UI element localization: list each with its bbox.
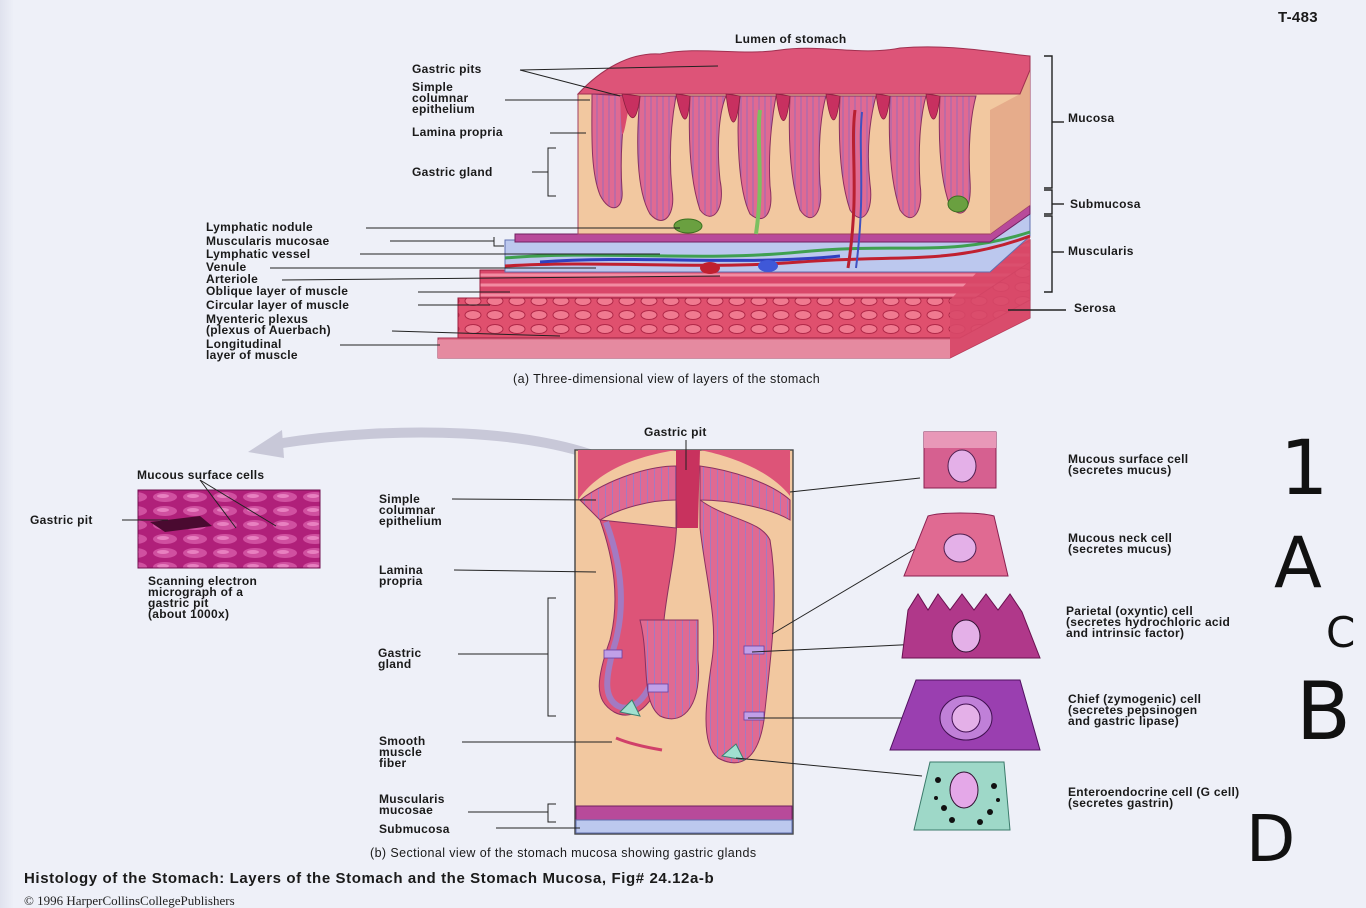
handwritten-B: B xyxy=(1296,672,1351,752)
cell-mucous-surface xyxy=(924,432,996,488)
label-cell-mucous-neck: Mucous neck cell (secretes mucus) xyxy=(1068,533,1172,555)
label-gastric-gland-b: Gastric gland xyxy=(378,648,421,670)
handwritten-C: C xyxy=(1326,612,1355,654)
label-cell-chief: Chief (zymogenic) cell (secretes pepsino… xyxy=(1068,694,1201,727)
cell-enteroendocrine xyxy=(914,762,1010,830)
label-cell-mucous-surface: Mucous surface cell (secretes mucus) xyxy=(1068,454,1188,476)
label-sem-gastric-pit: Gastric pit xyxy=(30,514,93,526)
label-cell-parietal: Parietal (oxyntic) cell (secretes hydroc… xyxy=(1066,606,1230,639)
label-submucosa-b: Submucosa xyxy=(379,823,450,835)
cell-mucous-neck xyxy=(904,513,1008,576)
label-mucous-surface-cells: Mucous surface cells xyxy=(137,469,264,481)
figure-title: Histology of the Stomach: Layers of the … xyxy=(24,871,714,886)
copyright: © 1996 HarperCollinsCollegePublishers xyxy=(24,893,235,908)
cell-chief xyxy=(890,680,1040,750)
sem-pointer-arrow xyxy=(276,432,610,462)
label-simple-columnar-epithelium-b: Simple columnar epithelium xyxy=(379,494,442,527)
cell-parietal xyxy=(902,594,1040,658)
handwritten-D: D xyxy=(1246,808,1295,872)
label-lamina-propria-b: Lamina propria xyxy=(379,565,423,587)
label-muscularis-mucosae-b: Muscularis mucosae xyxy=(379,794,445,816)
label-smooth-muscle-fiber: Smooth muscle fiber xyxy=(379,736,425,769)
handwritten-1: 1 xyxy=(1280,430,1328,506)
label-cell-enteroendocrine: Enteroendocrine cell (G cell) (secretes … xyxy=(1068,787,1239,809)
handwritten-A: A xyxy=(1274,528,1322,598)
caption-b: (b) Sectional view of the stomach mucosa… xyxy=(370,846,757,860)
label-sem-caption: Scanning electron micrograph of a gastri… xyxy=(148,576,257,620)
label-gastric-pit-b: Gastric pit xyxy=(644,426,707,438)
